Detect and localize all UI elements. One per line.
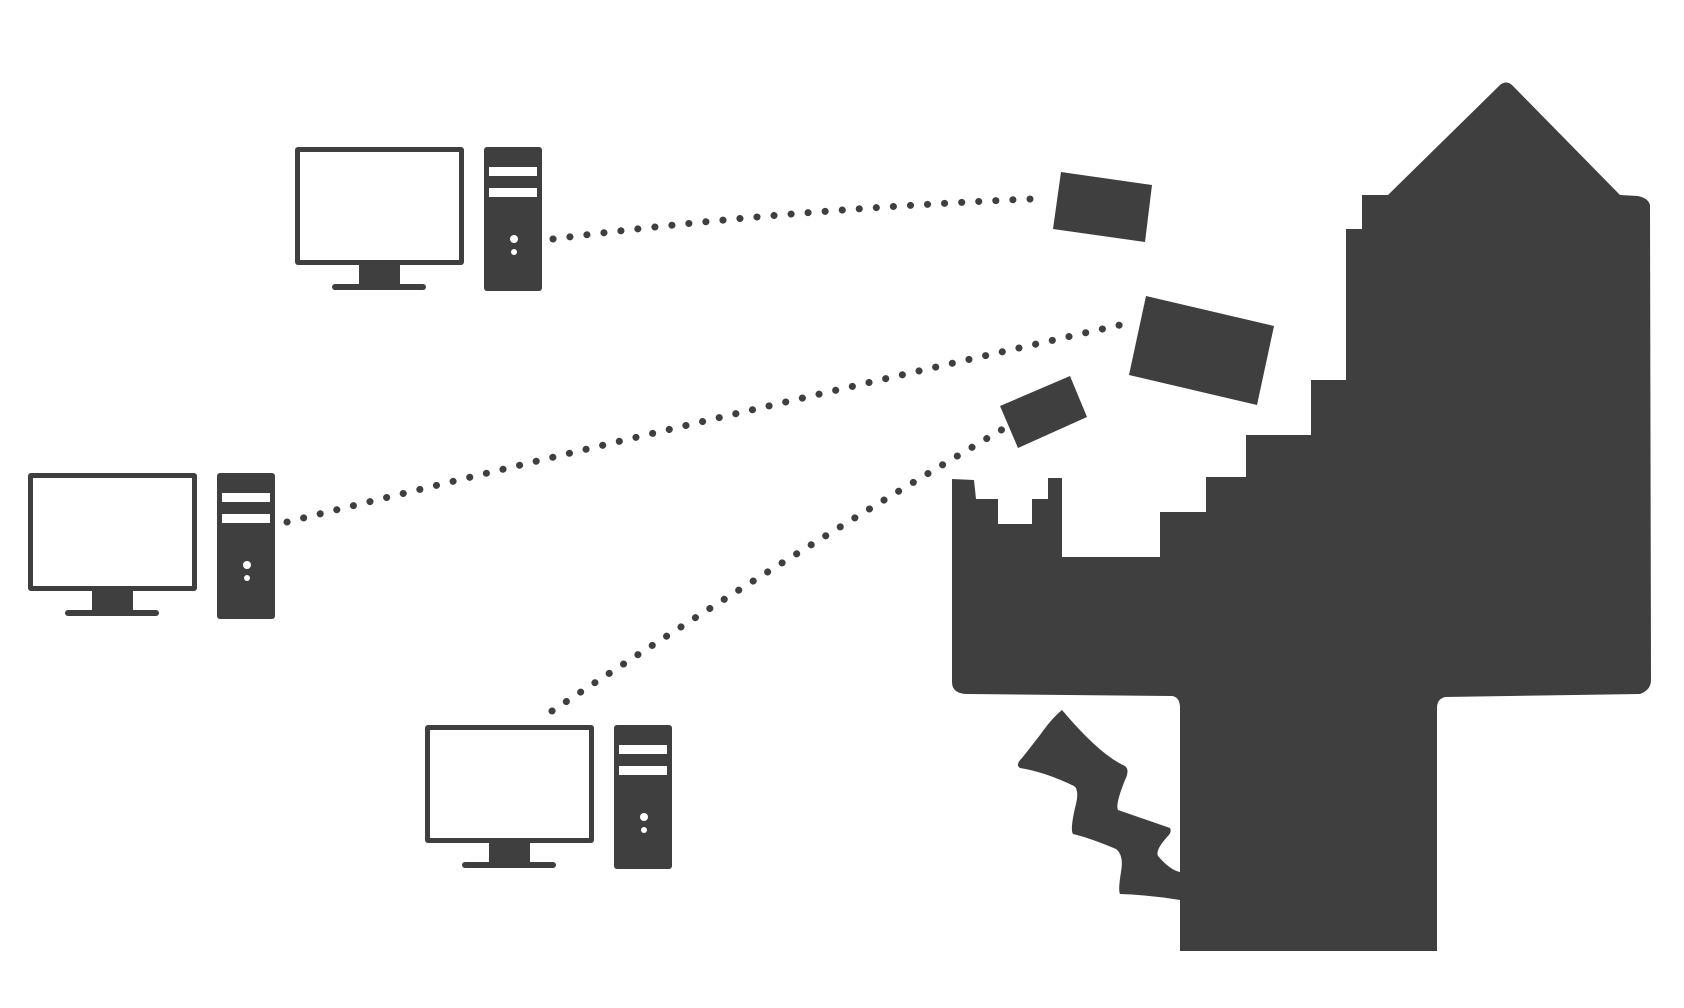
- desktop-computer-icon: [425, 725, 672, 869]
- link-top-computer-to-fragment: [549, 195, 1034, 243]
- link-bottom-computer-to-fragment: [548, 425, 1007, 715]
- castle-fragment-3: [1000, 376, 1087, 448]
- crumbling-castle-tower-icon: [952, 82, 1651, 951]
- falling-debris: [1017, 710, 1180, 900]
- castle-fragment-1: [1053, 172, 1152, 242]
- desktop-computer-icon: [295, 147, 542, 291]
- desktop-computer-icon: [28, 473, 275, 619]
- castle-fragment-2: [1129, 296, 1274, 405]
- link-middle-computer-to-fragment: [283, 321, 1124, 526]
